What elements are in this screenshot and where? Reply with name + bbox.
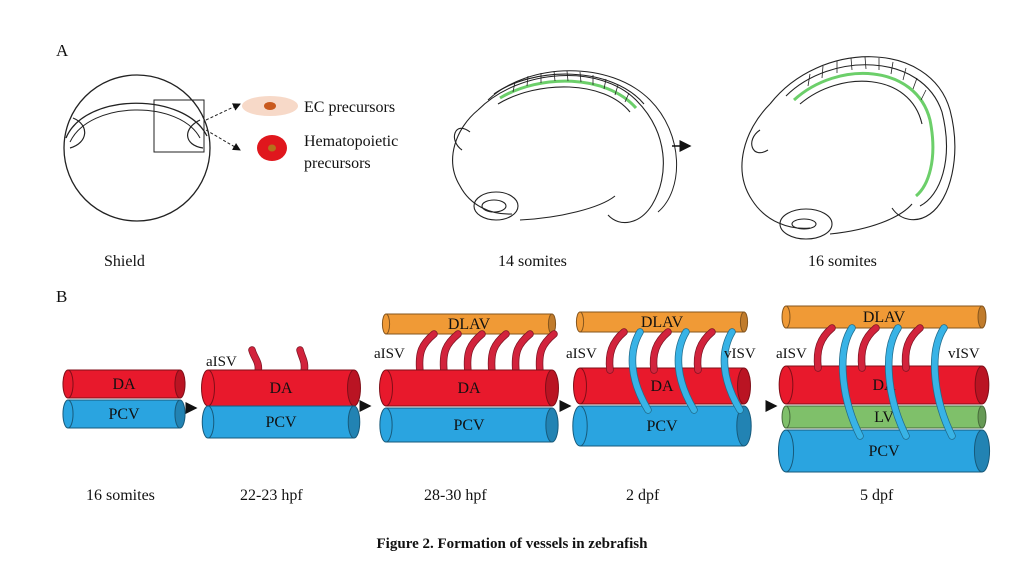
stage2-da: DA bbox=[201, 369, 361, 407]
shield-stage-label: Shield bbox=[104, 253, 145, 270]
vessel-stages: DA PCV DA PCV aISV DLAV DA PCV aISV DLAV DA PCV aISV… bbox=[62, 305, 991, 473]
stage4-visv-1 bbox=[629, 329, 651, 413]
stage-label-16-somites: 16 somites bbox=[86, 487, 155, 504]
stage1-da-label: DA bbox=[112, 376, 136, 393]
stage3-aisv-2 bbox=[440, 331, 461, 375]
zoom-arrows bbox=[205, 103, 241, 151]
stage1-pcv-label: PCV bbox=[108, 406, 140, 423]
stage5-visv-2 bbox=[885, 325, 909, 439]
stage4-da: DA bbox=[573, 367, 751, 405]
stage4-visv-label: vISV bbox=[724, 346, 756, 362]
stage3-pcv-label: PCV bbox=[453, 417, 485, 434]
stage-14-somites-label: 14 somites bbox=[498, 253, 567, 270]
stage1-da: DA bbox=[62, 369, 186, 399]
stage5-pcv: PCV bbox=[777, 429, 991, 473]
stage2-da-label: DA bbox=[269, 380, 293, 397]
stage4-pcv-label: PCV bbox=[646, 418, 678, 435]
stage5-aisv-2 bbox=[858, 325, 879, 371]
stage4-visv-2 bbox=[675, 329, 697, 413]
stage4-aisv-3 bbox=[694, 329, 715, 373]
embryo-16-somites-drawing bbox=[741, 56, 956, 240]
stage1-pcv: PCV bbox=[62, 399, 186, 429]
stage4-aisv-1 bbox=[606, 329, 627, 373]
stage5-aisv-3 bbox=[902, 325, 923, 371]
stage5-lv: LV bbox=[781, 405, 987, 429]
stage-label-5-dpf: 5 dpf bbox=[860, 487, 894, 504]
stage5-visv-1 bbox=[839, 325, 863, 439]
stage4-aisv-2 bbox=[650, 329, 671, 373]
stage5-aisv-1 bbox=[814, 325, 835, 371]
stage5-da: DA bbox=[778, 365, 990, 405]
stage5-visv-3 bbox=[931, 325, 955, 439]
stage-label-22-23-hpf: 22-23 hpf bbox=[240, 487, 303, 504]
stage-label-28-30-hpf: 28-30 hpf bbox=[424, 487, 487, 504]
stage4-aisv-label: aISV bbox=[566, 346, 597, 362]
stage3-pcv: PCV bbox=[379, 407, 559, 443]
hematopoietic-label-line1: Hematopoietic bbox=[304, 133, 398, 150]
stage5-visv-label: vISV bbox=[948, 346, 980, 362]
stage3-aisv-3 bbox=[464, 331, 485, 375]
ec-precursors-label: EC precursors bbox=[304, 99, 395, 116]
stage2-pcv: PCV bbox=[201, 405, 361, 439]
stage3-aisv-4 bbox=[488, 331, 509, 375]
stage3-dlav-label: DLAV bbox=[448, 316, 491, 333]
stage5-aisv-label: aISV bbox=[776, 346, 807, 362]
stage-label-2-dpf: 2 dpf bbox=[626, 487, 660, 504]
ec-precursor-cell bbox=[242, 96, 298, 116]
stage5-dlav: DLAV bbox=[781, 305, 987, 329]
stage3-aisv-label: aISV bbox=[374, 346, 405, 362]
embryo-14-somites-drawing bbox=[452, 70, 677, 224]
shield-embryo-drawing bbox=[63, 74, 211, 222]
stage4-dlav-label: DLAV bbox=[641, 314, 684, 331]
stage2-pcv-label: PCV bbox=[265, 414, 297, 431]
stage5-lv-label: LV bbox=[874, 409, 894, 426]
stage2-aisv-label: aISV bbox=[206, 354, 237, 370]
stage4-pcv: PCV bbox=[572, 405, 752, 447]
stage3-da: DA bbox=[379, 369, 559, 407]
stage4-dlav: DLAV bbox=[575, 311, 749, 333]
hematopoietic-precursor-cell bbox=[257, 135, 287, 161]
stage4-visv-3 bbox=[721, 329, 743, 413]
figure-caption: Figure 2. Formation of vessels in zebraf… bbox=[377, 536, 649, 552]
stage-16-somites-label: 16 somites bbox=[808, 253, 877, 270]
stage5-pcv-label: PCV bbox=[868, 443, 900, 460]
panel-a-letter: A bbox=[56, 41, 69, 60]
panel-b-letter: B bbox=[56, 287, 67, 306]
stage3-aisv-5 bbox=[512, 331, 533, 375]
stage5-dlav-label: DLAV bbox=[863, 309, 906, 326]
stage3-aisv-1 bbox=[416, 331, 437, 375]
stage3-dlav: DLAV bbox=[381, 313, 557, 335]
stage4-da-label: DA bbox=[650, 378, 674, 395]
stage3-da-label: DA bbox=[457, 380, 481, 397]
stage3-aisv-6 bbox=[536, 331, 557, 375]
hematopoietic-label-line2: precursors bbox=[304, 155, 371, 172]
